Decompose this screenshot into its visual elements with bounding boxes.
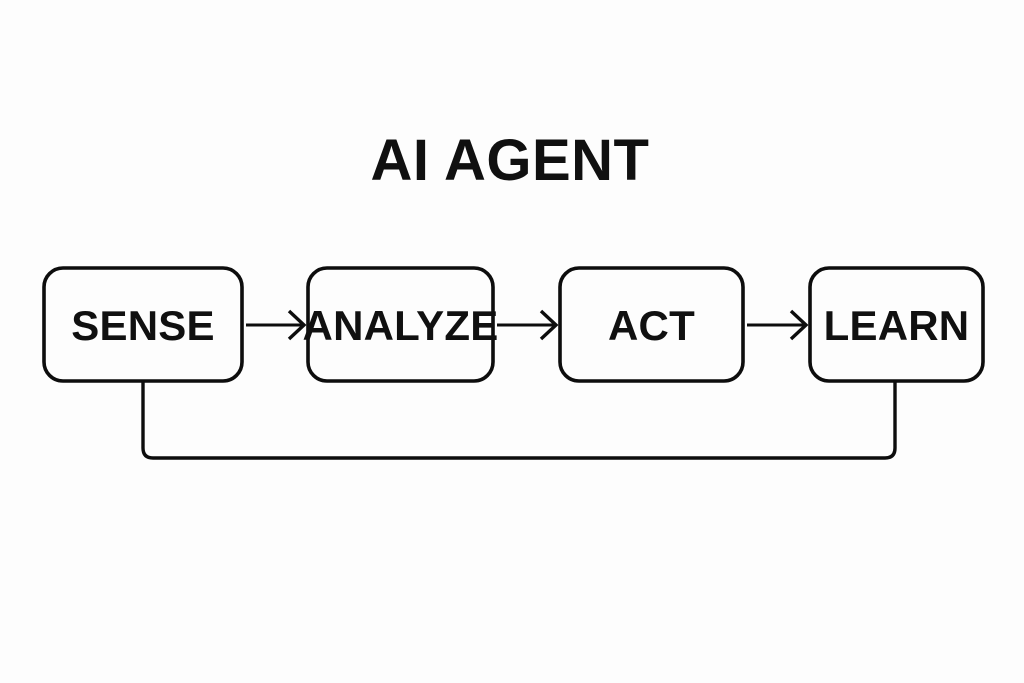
feedback-loop-learn-to-sense [141, 381, 897, 460]
stage-label-learn: LEARN [824, 302, 970, 349]
stage-box-act[interactable] [558, 266, 745, 383]
stage-node-analyze[interactable]: ANALYZE [303, 266, 499, 383]
arrow-analyze-to-act [497, 309, 559, 341]
stage-label-sense: SENSE [71, 302, 214, 349]
stage-box-analyze[interactable] [306, 266, 495, 383]
stage-node-act[interactable]: ACT [558, 266, 745, 383]
arrow-act-to-learn [747, 309, 809, 341]
page-title: AI AGENT [371, 128, 650, 193]
arrow-sense-to-analyze [246, 309, 307, 341]
stage-node-sense[interactable]: SENSE [42, 266, 244, 383]
stage-label-analyze: ANALYZE [303, 302, 499, 349]
stage-label-act: ACT [608, 302, 695, 349]
stage-node-learn[interactable]: LEARN [808, 266, 985, 383]
